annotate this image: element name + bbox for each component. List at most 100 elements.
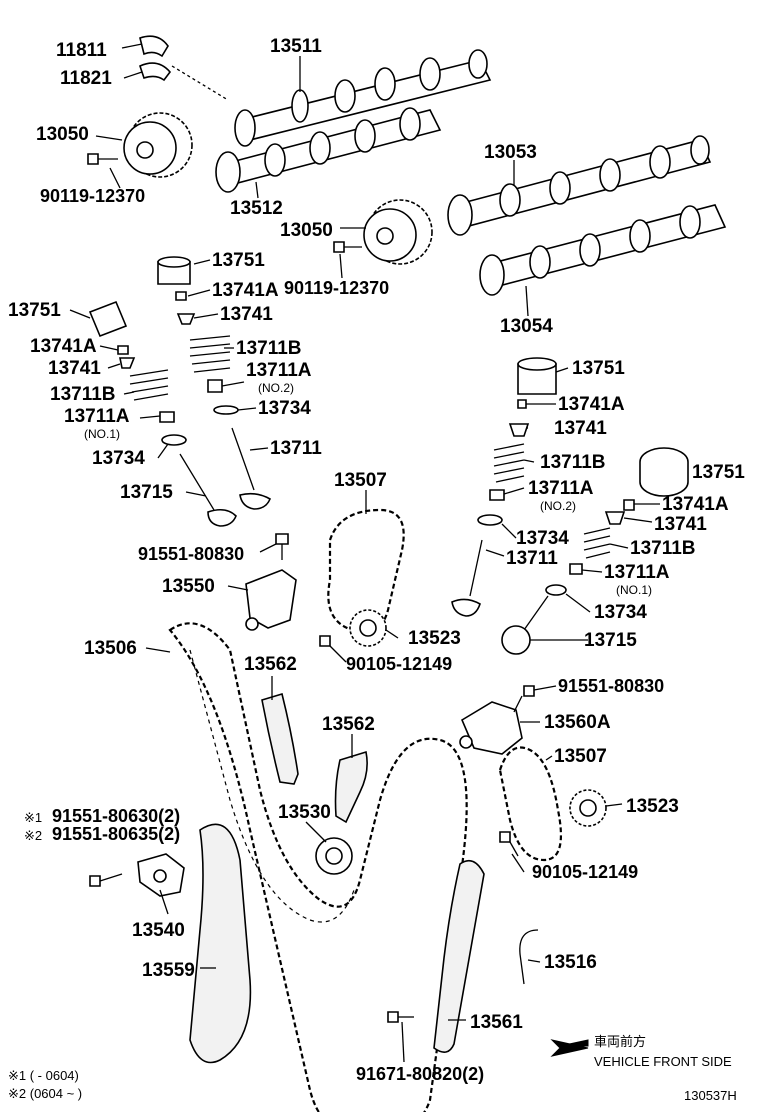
label-13516: 13516: [544, 952, 597, 973]
label-13523-b: 13523: [626, 796, 679, 817]
label-13741-d: 13741: [654, 514, 707, 535]
bolt-91551-upper: [275, 533, 289, 560]
label-13711A-d: 13711A: [604, 562, 670, 583]
timing-chain-group: [89, 508, 607, 1112]
label-91551-c: 91551-80630(2): [52, 806, 180, 826]
label-13506: 13506: [84, 638, 137, 659]
label-13530: 13530: [278, 802, 331, 823]
label-13511: 13511: [270, 36, 322, 57]
label-13741A-b: 13741A: [30, 336, 97, 357]
bolt-91671: [387, 1011, 414, 1023]
label-13734-c: 13734: [516, 528, 569, 549]
label-13715-b: 13715: [584, 630, 637, 651]
label-13741-b: 13741: [48, 358, 101, 379]
camshaft-13054: [479, 204, 727, 296]
camshaft-13512: [215, 107, 442, 193]
label-13741A-d: 13741A: [662, 494, 729, 515]
front-arrow-icon: [550, 1039, 589, 1057]
label-13054: 13054: [500, 316, 553, 337]
label-11821: 11821: [60, 68, 112, 89]
label-13507-a: 13507: [334, 470, 387, 491]
bolt-90119-left: [87, 153, 118, 165]
guide-13561: [433, 859, 485, 1053]
guide-13559: [189, 823, 252, 1064]
sprocket-13523-right: [569, 789, 607, 827]
label-13559: 13559: [142, 960, 195, 981]
chain-13507-upper: [327, 508, 405, 634]
legend: ※1 ( - 0604) ※2 (0604 ~ ) 車両前方 VEHICLE F…: [8, 1034, 737, 1103]
label-90105-b: 90105-12149: [532, 862, 638, 882]
label-13751-b: 13751: [8, 300, 61, 321]
label-13560A: 13560A: [544, 712, 611, 733]
tensioner-13550: [245, 569, 297, 631]
label-13711-c: 13711: [506, 548, 558, 569]
label-11811: 11811: [56, 40, 107, 61]
label-13734-a: 13734: [258, 398, 311, 419]
label-91671: 91671-80820(2): [356, 1064, 484, 1084]
label-13711A-c-sub: (NO.2): [540, 499, 576, 513]
label-13562-a: 13562: [244, 654, 297, 675]
chain-13507-right: [498, 746, 562, 862]
footnote-mark-1: ※1: [24, 810, 42, 825]
label-13711A-c: 13711A: [528, 478, 594, 499]
label-91551-a: 91551-80830: [138, 544, 244, 564]
guide-13562-left: [261, 692, 299, 785]
label-13550: 13550: [162, 576, 215, 597]
label-13561: 13561: [470, 1012, 523, 1033]
label-13053: 13053: [484, 142, 537, 163]
bolt-90105-upper: [319, 635, 331, 647]
label-13711-a: 13711: [270, 438, 322, 459]
camshaft-group: [87, 35, 727, 296]
label-91551-d: 91551-80635(2): [52, 824, 180, 844]
bearing-cap-11811: [139, 35, 169, 58]
camshaft-13053: [447, 135, 712, 236]
label-13734-b: 13734: [92, 448, 145, 469]
footnote-1: ※1 ( - 0604): [8, 1068, 79, 1083]
label-13711A-d-sub: (NO.1): [616, 583, 652, 597]
footnote-mark-2: ※2: [24, 828, 42, 843]
label-13711A-a-sub: (NO.2): [258, 381, 294, 395]
label-13741-a: 13741: [220, 304, 273, 325]
label-13507-b: 13507: [554, 746, 607, 767]
label-13715-a: 13715: [120, 482, 173, 503]
bolt-91551-left: [89, 873, 123, 887]
chain-13506: [168, 622, 468, 1112]
label-90119-right: 90119-12370: [284, 278, 389, 298]
sprocket-13523-upper: [349, 609, 387, 647]
label-13751-d: 13751: [692, 462, 745, 483]
direction-jp: 車両前方: [594, 1034, 646, 1049]
label-13711A-b-sub: (NO.1): [84, 427, 120, 441]
vvt-gear-13050-right: [363, 199, 433, 265]
label-90119-left: 90119-12370: [40, 186, 145, 206]
valve-train-left: [88, 256, 272, 527]
label-13734-d: 13734: [594, 602, 647, 623]
label-13050-left: 13050: [36, 124, 89, 145]
label-13711B-a: 13711B: [236, 338, 302, 359]
label-13711A-a: 13711A: [246, 360, 312, 381]
bolt-90119-right: [333, 241, 362, 253]
tensioner-13560A: [459, 701, 523, 755]
camshaft-13511: [234, 49, 492, 147]
figure-id: 130537H: [684, 1088, 737, 1103]
label-13540: 13540: [132, 920, 185, 941]
label-13523-a: 13523: [408, 628, 461, 649]
label-13711B-b: 13711B: [50, 384, 116, 405]
guide-13562-right: [334, 750, 368, 824]
footnote-2: ※2 (0604 ~ ): [8, 1086, 82, 1101]
direction-en: VEHICLE FRONT SIDE: [594, 1054, 732, 1069]
bolt-91551-right: [513, 685, 535, 713]
valve-train-right: [451, 357, 689, 655]
oil-nozzle-13516: [519, 929, 539, 985]
label-13751-c: 13751: [572, 358, 625, 379]
leader-lines: [69, 43, 660, 1063]
bearing-cap-11821: [139, 62, 172, 82]
part-labels: 11811 11821 13511 13050 90119-12370 1351…: [8, 36, 745, 1084]
label-13711B-d: 13711B: [630, 538, 696, 559]
label-13050-right: 13050: [280, 220, 333, 241]
label-13711A-b: 13711A: [64, 406, 130, 427]
label-90105-a: 90105-12149: [346, 654, 452, 674]
label-13512: 13512: [230, 198, 283, 219]
crank-sprocket-13530: [315, 837, 353, 875]
vvt-gear-13050-left: [123, 112, 193, 178]
